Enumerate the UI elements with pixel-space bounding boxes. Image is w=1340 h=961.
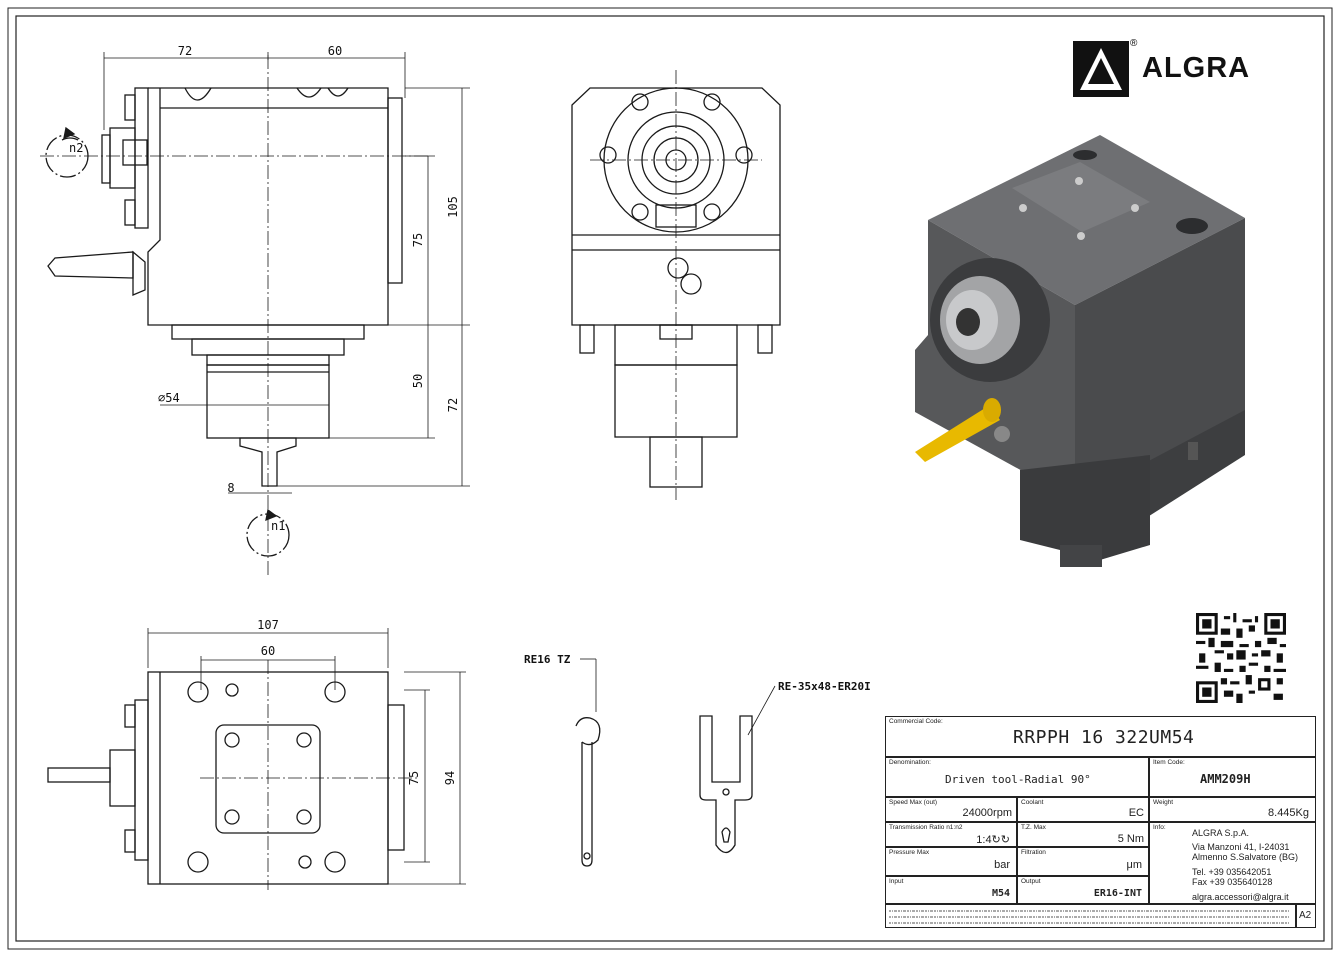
fine-print-lines	[889, 910, 1289, 924]
weight-label: Weight	[1153, 799, 1174, 806]
input-cell: Input M54	[885, 876, 1017, 904]
dim-side-width-left: 72	[178, 44, 192, 58]
coolant-label: Coolant	[1021, 799, 1044, 806]
dim-bottom-height: 94	[443, 771, 457, 785]
commercial-code-cell: Commercial Code: RRPPH 16 322UM54	[885, 716, 1316, 757]
output-cell: Output ER16-INT	[1017, 876, 1149, 904]
phone: Tel. +39 035642051	[1192, 867, 1272, 877]
tz-value: 5 Nm	[1117, 833, 1144, 845]
rotation-output-label: n2	[69, 141, 83, 155]
wrench-drawing	[575, 658, 601, 867]
denomination-cell: Denomination: Driven tool-Radial 90°	[885, 757, 1149, 797]
registered-mark: ®	[1130, 38, 1138, 49]
bottom-view	[47, 628, 466, 890]
algra-triangle-icon	[1073, 41, 1129, 97]
transmission-cell: Transmission Ratio n1:n2 1:4↻↻	[885, 822, 1017, 847]
dim-bottom-height-inner: 75	[407, 771, 421, 785]
transmission-label: Transmission Ratio n1:n2	[889, 824, 963, 831]
output-label: Output	[1021, 878, 1041, 885]
dim-bottom-hole-spacing: 60	[261, 644, 275, 658]
transmission-value: 1:4↻↻	[976, 834, 1010, 846]
side-view	[40, 52, 470, 575]
brand-name: ALGRA	[1142, 52, 1251, 84]
sheet-size-cell: A2	[1296, 904, 1316, 928]
fork-wrench-drawing	[699, 685, 776, 854]
pressure-label: Pressure Max	[889, 849, 930, 856]
fax: Fax +39 035640128	[1192, 877, 1273, 887]
speed-value: 24000rpm	[962, 807, 1012, 819]
title-block: Commercial Code: RRPPH 16 322UM54 Denomi…	[885, 716, 1316, 928]
input-value: M54	[991, 888, 1010, 899]
dim-shank-total: 72	[446, 398, 460, 412]
isometric-render	[915, 135, 1245, 567]
dim-shank-diameter: ⌀54	[158, 391, 180, 405]
rotation-input-label: n1	[271, 519, 285, 533]
fine-print-cell	[885, 904, 1296, 928]
qr-code-icon	[1196, 613, 1286, 703]
pressure-cell: Pressure Max bar	[885, 847, 1017, 876]
output-value: ER16-INT	[1093, 888, 1142, 899]
commercial-code-value: RRPPH 16 322UM54	[1013, 727, 1195, 748]
weight-cell: Weight 8.445Kg	[1149, 797, 1316, 822]
input-label: Input	[889, 878, 904, 885]
front-view	[571, 70, 781, 500]
speed-label: Speed Max (out)	[889, 799, 938, 806]
dim-bottom-width: 107	[257, 618, 279, 632]
item-code-label: Item Code:	[1153, 759, 1185, 766]
address-line-1: Via Manzoni 41, I-24031	[1192, 842, 1290, 852]
pressure-value: bar	[994, 859, 1010, 871]
company-name: ALGRA S.p.A.	[1192, 828, 1250, 838]
speed-cell: Speed Max (out) 24000rpm	[885, 797, 1017, 822]
denomination-label: Denomination:	[889, 759, 931, 766]
filtration-value: μm	[1126, 859, 1142, 871]
info-label: Info:	[1153, 824, 1166, 831]
tz-cell: T.Z. Max 5 Nm	[1017, 822, 1149, 847]
weight-value: 8.445Kg	[1268, 807, 1309, 819]
coolant-cell: Coolant EC	[1017, 797, 1149, 822]
dim-side-height-inner: 75	[411, 233, 425, 247]
sheet-border	[15, 15, 1325, 942]
tz-label: T.Z. Max	[1021, 824, 1046, 831]
filtration-label: Filtration	[1021, 849, 1046, 856]
commercial-code-label: Commercial Code:	[889, 718, 943, 725]
info-cell: Info: ALGRA S.p.A. Via Manzoni 41, I-240…	[1149, 822, 1316, 904]
wrench-label: RE16 TZ	[524, 653, 571, 666]
filtration-cell: Filtration μm	[1017, 847, 1149, 876]
address-line-2: Almenno S.Salvatore (BG)	[1192, 852, 1299, 862]
email: algra.accessori@algra.it	[1192, 892, 1289, 902]
dim-shank-length: 50	[411, 374, 425, 388]
coolant-value: EC	[1128, 807, 1144, 819]
fork-wrench-label: RE-35x48-ER20I	[778, 680, 871, 693]
item-code-cell: Item Code: AMM209H	[1149, 757, 1316, 797]
dim-side-width-right: 60	[328, 44, 342, 58]
dim-spindle-width: 8	[227, 481, 234, 495]
brand-logo: ® ALGRA	[1072, 38, 1294, 98]
dimension-labels: 72 60 105 75 50 72 ⌀54 8 107 60 75 94 n2…	[69, 44, 871, 785]
sheet-size: A2	[1299, 910, 1312, 921]
denomination-value: Driven tool-Radial 90°	[945, 773, 1091, 786]
dim-side-height-total: 105	[446, 196, 460, 218]
item-code-value: AMM209H	[1200, 772, 1251, 786]
